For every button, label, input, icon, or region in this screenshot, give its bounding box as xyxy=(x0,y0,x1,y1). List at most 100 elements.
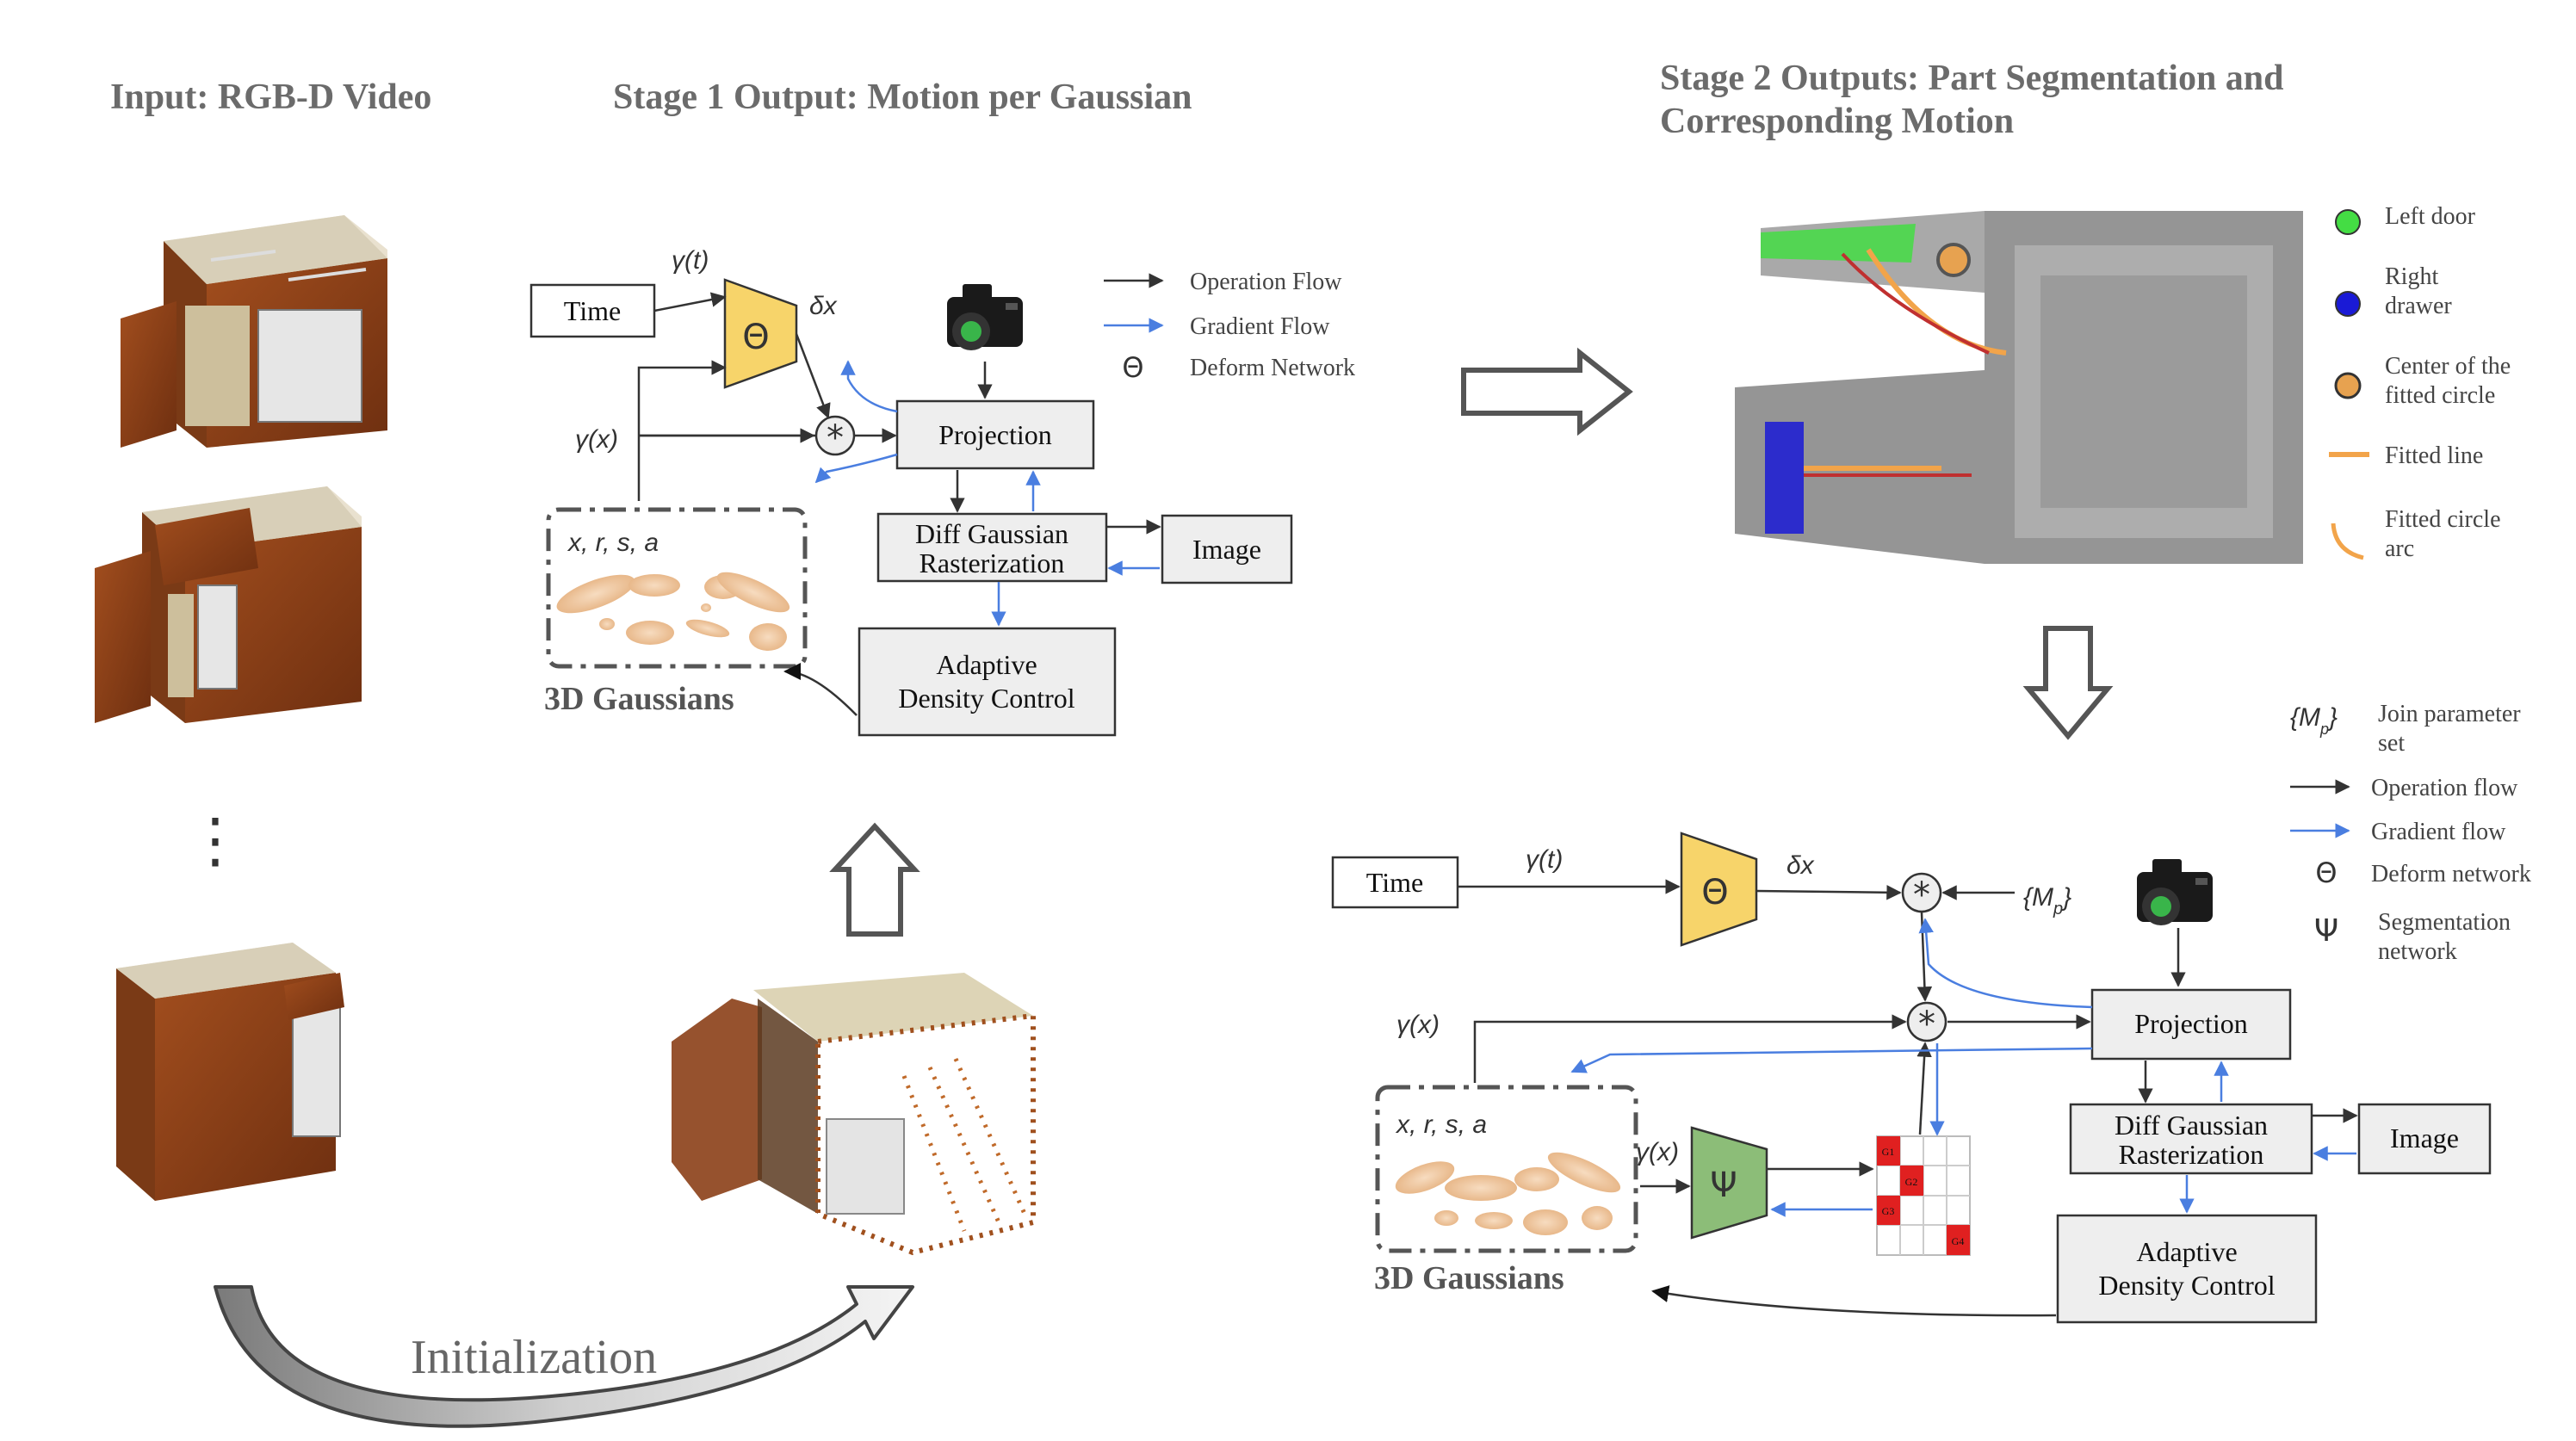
stage1-legend-theta: Deform Network xyxy=(1190,355,1355,381)
legend-arc-line2: arc xyxy=(2385,535,2414,562)
stage2-psi-symbol: Ψ xyxy=(1710,1166,1737,1205)
stage2-gaussians-label: 3D Gaussians xyxy=(1374,1260,1564,1296)
stage2-adc-line2: Density Control xyxy=(2098,1270,2275,1301)
stage2-title-line1: Stage 2 Outputs: Part Segmentation and xyxy=(1660,59,2284,98)
stage1-gaussian-ellipses xyxy=(556,572,790,651)
stage1-projection-box xyxy=(895,399,1095,470)
cabinet-frame-3 xyxy=(116,943,344,1201)
grid-label-g2: G2 xyxy=(1905,1176,1918,1188)
stage1-rasterization-box xyxy=(876,512,1108,583)
stage2-mp-label: {Mp} xyxy=(2023,883,2071,918)
stage1-adc-box xyxy=(858,627,1117,737)
pointcloud-legend: Left door Right drawer Center of the fit… xyxy=(2329,203,2511,562)
stage1-adc-line1: Adaptive xyxy=(936,649,1037,680)
cabinet-frame-1 xyxy=(121,215,387,448)
segmentation-grid: G1 G2 G3 G4 xyxy=(1876,1135,1971,1256)
stage2-adc-line1: Adaptive xyxy=(2136,1236,2237,1267)
grid-label-g3: G3 xyxy=(1882,1205,1895,1217)
stage2-legend-psi-symbol: Ψ xyxy=(2314,913,2338,949)
stage2-legend-op: Operation flow xyxy=(2371,775,2518,801)
grid-label-g4: G4 xyxy=(1952,1235,1965,1247)
legend-right-drawer-line1: Right xyxy=(2385,263,2438,290)
stage2-legend-theta-symbol: Θ xyxy=(2315,857,2337,889)
right-arrow xyxy=(1461,347,1633,436)
stage2-gaussians-box xyxy=(1375,1085,1638,1253)
stage1-compose-symbol: * xyxy=(827,418,844,458)
stage2-rasterization-line1: Diff Gaussian xyxy=(2115,1110,2268,1141)
stage2-time-box xyxy=(1331,856,1459,909)
legend-right-drawer-dot xyxy=(2335,291,2361,317)
stage2-legend-mp-line2: set xyxy=(2378,730,2405,757)
stage2-rasterization-box xyxy=(2069,1103,2313,1175)
stage1-theta-symbol: Θ xyxy=(742,318,769,357)
vertical-dots: ⋮ xyxy=(185,805,245,875)
stage1-legend-op: Operation Flow xyxy=(1190,269,1342,295)
stage2-adc-box xyxy=(2056,1214,2318,1324)
stage2-legend-mp-symbol: {Mp} xyxy=(2290,703,2338,738)
stage1-projection-label: Projection xyxy=(938,419,1052,450)
stage2-legend-grad: Gradient flow xyxy=(2371,819,2506,845)
stage2-legend: {Mp} Join parameter set Operation flow G… xyxy=(2290,701,2531,965)
stage2-projection-box xyxy=(2090,988,2292,1061)
stage2-camera-icon xyxy=(2137,859,2213,925)
stage2-compose-node-mid xyxy=(1906,1001,1947,1042)
stage1-rasterization-line2: Rasterization xyxy=(920,547,1065,578)
segmented-point-cloud xyxy=(1735,211,2303,564)
stage1-legend-theta-symbol: Θ xyxy=(1122,351,1143,384)
legend-left-door: Left door xyxy=(2385,203,2476,230)
stage2-compose-symbol-top: * xyxy=(1913,875,1930,915)
stage1-time-box xyxy=(529,283,656,338)
stage2-legend-psi-line2: network xyxy=(2378,938,2457,965)
stage1-camera-icon xyxy=(947,284,1023,350)
stage2-compose-node-top xyxy=(1901,872,1942,913)
initialization-label: Initialization xyxy=(411,1331,657,1384)
legend-left-door-dot xyxy=(2335,209,2361,235)
stage2-gamma-t: γ(t) xyxy=(1526,845,1563,874)
stage2-image-box xyxy=(2357,1103,2492,1175)
stage1-gaussians-label: 3D Gaussians xyxy=(544,681,734,717)
stage2-segmentation-network xyxy=(1690,1126,1768,1240)
stage2-legend-theta: Deform network xyxy=(2371,861,2531,887)
stage2-legend-psi-line1: Segmentation xyxy=(2378,909,2511,936)
legend-circle-center-ring xyxy=(2334,372,2362,399)
cabinet-frame-2 xyxy=(95,486,362,723)
stage1-adc-line2: Density Control xyxy=(898,683,1074,714)
stage2-delta-x: δx xyxy=(1786,851,1815,880)
up-arrow xyxy=(829,822,920,937)
legend-arc-swatch xyxy=(2331,523,2364,560)
stage2-gamma-x: γ(x) xyxy=(1396,1011,1440,1039)
stage1-image-box xyxy=(1161,514,1293,584)
stage2-rasterization-line2: Rasterization xyxy=(2119,1139,2264,1170)
initialization-arrow xyxy=(214,1285,914,1428)
grid-label-g1: G1 xyxy=(1882,1146,1895,1158)
stage1-title: Stage 1 Output: Motion per Gaussian xyxy=(613,77,1192,117)
initial-point-cloud xyxy=(672,973,1036,1256)
stage1-time-label: Time xyxy=(564,295,621,326)
stage2-title-line2: Corresponding Motion xyxy=(1660,102,2014,141)
stage2-image-label: Image xyxy=(2390,1122,2459,1153)
stage1-gaussian-params: x, r, s, a xyxy=(567,529,659,557)
legend-right-drawer-line2: drawer xyxy=(2385,293,2452,319)
stage1-diagram: Time Θ γ(t) δx γ(x) * Projection Diff Ga… xyxy=(529,246,1355,737)
legend-circle-center-line2: fitted circle xyxy=(2385,382,2495,409)
stage1-legend-grad: Gradient Flow xyxy=(1190,313,1330,340)
stage1-gamma-t: γ(t) xyxy=(672,246,709,275)
stage2-compose-symbol-mid: * xyxy=(1918,1005,1935,1044)
stage2-time-label: Time xyxy=(1366,867,1423,898)
input-title: Input: RGB-D Video xyxy=(110,77,431,117)
stage2-deform-network xyxy=(1680,832,1758,947)
stage2-theta-symbol: Θ xyxy=(1701,873,1728,912)
stage1-delta-x: δx xyxy=(809,292,838,320)
legend-fitted-line: Fitted line xyxy=(2385,442,2483,469)
stage2-legend-mp-line1: Join parameter xyxy=(2378,701,2521,727)
legend-circle-center-line1: Center of the xyxy=(2385,353,2511,380)
stage2-gaussian-ellipses xyxy=(1395,1152,1621,1235)
stage2-gamma-x-seg: γ(x) xyxy=(1636,1138,1679,1166)
stage1-image-label: Image xyxy=(1192,534,1261,565)
legend-arc-line1: Fitted circle xyxy=(2385,506,2501,533)
stage2-diagram: Time γ(t) Θ δx * * {Mp} Projection Diff … xyxy=(1331,832,2492,1324)
stage1-gamma-x: γ(x) xyxy=(575,425,618,454)
stage1-gaussians-box xyxy=(546,507,808,669)
stage2-projection-label: Projection xyxy=(2134,1008,2248,1039)
